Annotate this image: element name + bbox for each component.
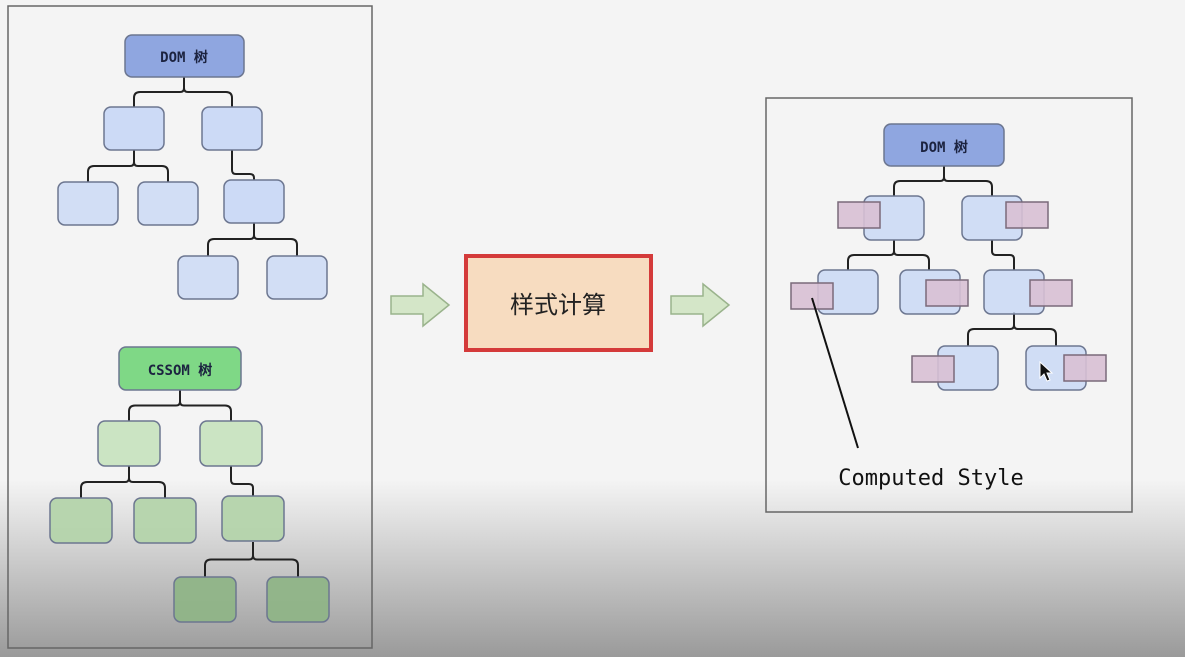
- dom-tree-root-node: [883, 123, 1005, 167]
- connector-line: [80, 466, 166, 498]
- style-calculation-label: 样式计算: [510, 291, 606, 319]
- connector-line: [207, 222, 298, 256]
- cssom-tree-node: [49, 497, 113, 544]
- computed-style-box: [837, 201, 881, 229]
- dom-tree-node: [223, 179, 285, 224]
- connector-line: [133, 77, 233, 107]
- dom-tree-node: [177, 255, 239, 300]
- connector-line: [204, 542, 299, 577]
- dom-tree-node: [103, 106, 165, 151]
- computed-style-box: [911, 355, 955, 383]
- computed-style-annotation: Computed Style: [838, 466, 1023, 491]
- dom-tree-root-node: [124, 34, 245, 78]
- connector-line: [991, 240, 1015, 270]
- computed-style-box: [790, 282, 834, 310]
- dom-tree-node: [57, 181, 119, 226]
- dom-tree-node: [266, 255, 328, 300]
- connector-line: [128, 390, 232, 421]
- cssom-tree-root-node: [118, 346, 242, 391]
- connector-line: [847, 240, 930, 270]
- connector-line: [967, 312, 1057, 346]
- cssom-tree-node: [97, 420, 161, 467]
- computed-style-box: [1063, 354, 1107, 382]
- arrow-right-icon: [670, 282, 731, 328]
- cssom-tree-node: [133, 497, 197, 544]
- cssom-tree-node: [199, 420, 263, 467]
- computed-style-box: [925, 279, 969, 307]
- mouse-cursor-icon: [1039, 360, 1054, 382]
- dom-tree-node: [137, 181, 199, 226]
- dom-tree-node: [201, 106, 263, 151]
- cssom-tree-node: [173, 576, 237, 623]
- cssom-tree-node: [266, 576, 330, 623]
- connector-line: [231, 150, 255, 180]
- annotation-pointer-line: [811, 297, 859, 449]
- background-gradient: [0, 480, 1185, 657]
- connector-line: [87, 150, 169, 182]
- dom-tree-label: DOM 树: [920, 139, 968, 156]
- arrow-right-icon: [390, 282, 451, 328]
- cssom-tree-label: CSSOM 树: [148, 362, 213, 379]
- computed-style-box: [1005, 201, 1049, 229]
- style-calculation-box: [464, 254, 653, 352]
- computed-style-box: [1029, 279, 1073, 307]
- connector-line: [230, 466, 254, 496]
- left-panel: [7, 5, 373, 649]
- cssom-tree-node: [221, 495, 285, 542]
- connector-line: [893, 166, 993, 196]
- dom-tree-label: DOM 树: [160, 49, 208, 66]
- right-panel: [765, 97, 1133, 513]
